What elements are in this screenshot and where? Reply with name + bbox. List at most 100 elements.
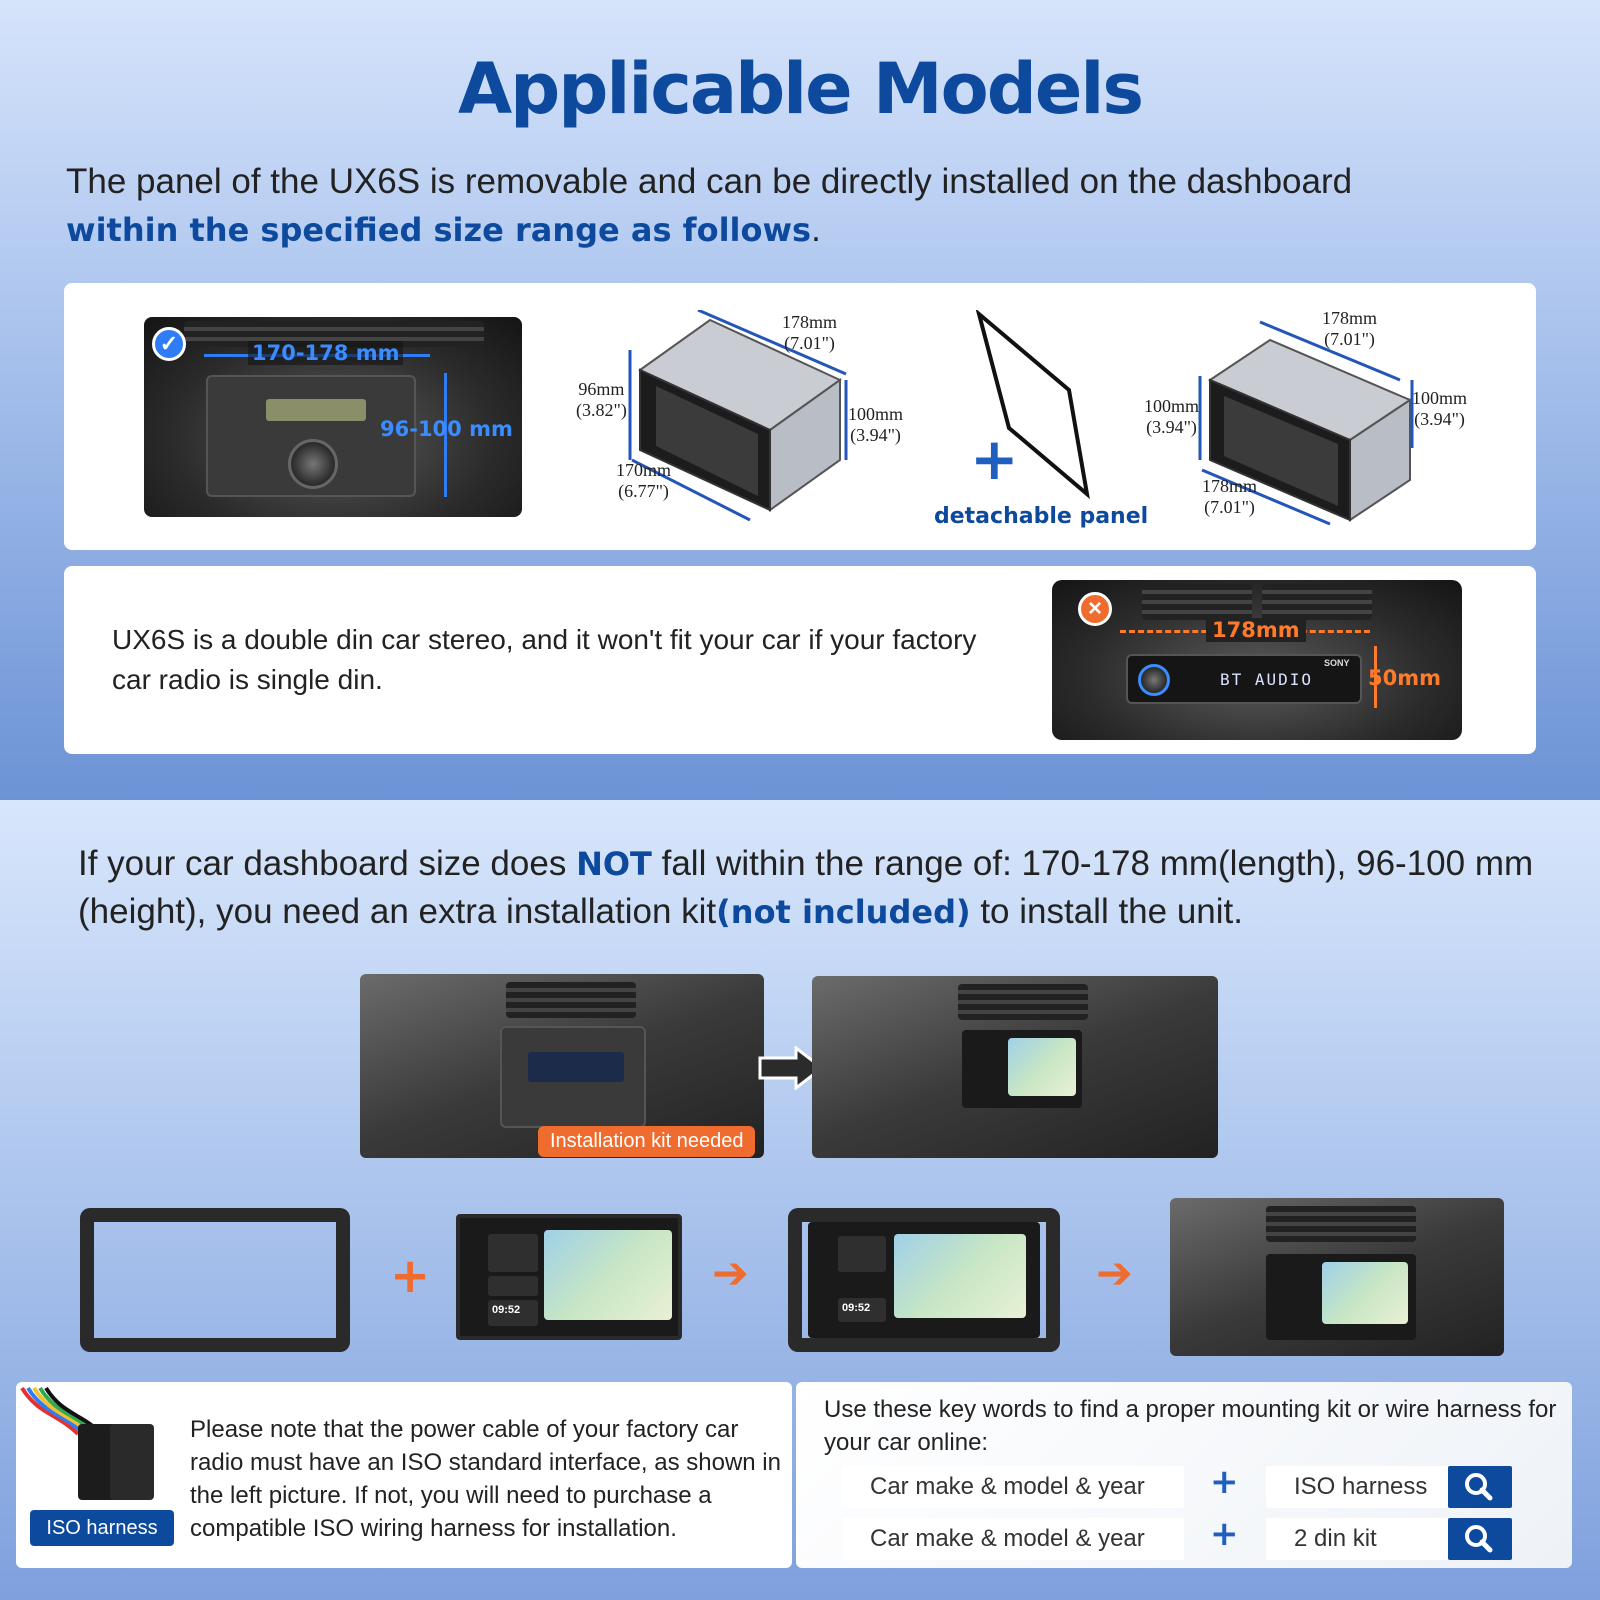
search-button[interactable] — [1448, 1518, 1512, 1560]
panel-top-mm: 178mm — [1322, 308, 1378, 328]
panel-right-in: (3.94") — [1414, 409, 1465, 429]
radio-volume-knob — [1138, 664, 1170, 696]
dash-kit-frame — [80, 1208, 350, 1352]
assembled-music-tile — [838, 1236, 886, 1272]
radio-brand: SONY — [1324, 658, 1350, 668]
panel-bottom-mm: 178mm — [1202, 476, 1258, 496]
unit-top-in: (7.01") — [784, 333, 835, 353]
factory-radio-before — [500, 1026, 646, 1128]
keyword-iso-harness-field[interactable]: ISO harness — [1266, 1466, 1448, 1508]
intro-suffix: . — [811, 210, 821, 249]
keyword-car-model-field[interactable]: Car make & model & year — [842, 1466, 1184, 1508]
final-unit-screen — [1266, 1254, 1416, 1340]
intro-line: The panel of the UX6S is removable and c… — [66, 162, 1353, 201]
unit-dimension-diagram — [628, 310, 848, 522]
keywords-intro: Use these key words to find a proper mou… — [824, 1396, 1557, 1456]
intro-highlight: within the specified size range as follo… — [66, 211, 812, 249]
keyword-car-model-field[interactable]: Car make & model & year — [842, 1518, 1184, 1560]
air-vent-left — [1142, 584, 1252, 620]
unit-left-mm: 96mm — [578, 379, 625, 399]
fit-width-label: 170-178 mm — [248, 341, 404, 365]
assembled-unit-screen: 09:52 — [808, 1222, 1040, 1338]
final-center-vent — [1266, 1206, 1416, 1242]
air-vent-right — [1262, 584, 1372, 620]
after-dashboard-photo — [812, 976, 1218, 1158]
panel-top-in: (7.01") — [1324, 329, 1375, 349]
search-button[interactable] — [1448, 1466, 1512, 1508]
fit-height-label: 96-100 mm — [380, 417, 513, 441]
search-icon — [1465, 1525, 1493, 1553]
panel-left-dimension: 100mm(3.94") — [1144, 396, 1199, 438]
panel-dimension-diagram — [1198, 320, 1414, 526]
unit-bottom-in: (6.77") — [618, 481, 669, 501]
final-installed-photo — [1170, 1198, 1504, 1356]
panel-left-mm: 100mm — [1144, 396, 1200, 416]
single-din-note: UX6S is a double din car stereo, and it … — [112, 624, 977, 695]
clock-time: 09:52 — [492, 1304, 521, 1316]
range-part2: fall within the range of: 170-178 mm(len… — [78, 844, 1534, 931]
music-tile — [488, 1234, 538, 1272]
clock-tile — [488, 1300, 538, 1326]
right-arrow-icon — [758, 1046, 825, 1090]
keyword-2-din-kit-field[interactable]: 2 din kit — [1266, 1518, 1448, 1560]
iso-note-text: Please note that the power cable of your… — [190, 1416, 781, 1542]
intro-text: The panel of the UX6S is removable and c… — [66, 158, 1546, 254]
plus-icon-orange: + — [390, 1248, 431, 1304]
assembled-unit-frame — [788, 1208, 1060, 1352]
head-unit-screen: 09:52 — [456, 1214, 682, 1340]
iso-harness-connector-icon — [20, 1386, 154, 1500]
map-view — [894, 1234, 1026, 1318]
radio-display-text: BT AUDIO — [1220, 670, 1314, 689]
range-part1: If your car dashboard size does — [78, 844, 577, 883]
range-text: If your car dashboard size does NOT fall… — [78, 840, 1558, 936]
page-title: Applicable Models — [457, 48, 1144, 130]
radio-display — [266, 399, 366, 421]
installation-kit-label: Installation kit needed — [538, 1126, 756, 1157]
single-din-radio: BT AUDIO SONY — [1126, 654, 1362, 704]
map-view — [544, 1230, 672, 1320]
panel-right-mm: 100mm — [1412, 388, 1468, 408]
single-din-height-line — [1374, 646, 1377, 708]
keyword-plus-icon: + — [1210, 1514, 1239, 1554]
detachable-panel-label: detachable panel — [934, 504, 1149, 529]
center-vent — [506, 982, 636, 1018]
panel-right-dimension: 100mm(3.94") — [1412, 388, 1467, 430]
unit-right-mm: 100mm — [848, 404, 904, 424]
center-vent-after — [958, 984, 1088, 1020]
panel-top-dimension: 178mm(7.01") — [1322, 308, 1377, 350]
phone-tile — [488, 1276, 538, 1296]
keyword-plus-icon: + — [1210, 1462, 1239, 1502]
panel-left-in: (3.94") — [1146, 417, 1197, 437]
factory-radio — [206, 375, 416, 497]
unit-bottom-mm: 170mm — [616, 460, 672, 480]
radio-knob — [288, 439, 338, 489]
arrow-right-icon: ➔ — [1096, 1248, 1133, 1299]
unit-right-in: (3.94") — [850, 425, 901, 445]
search-icon — [1465, 1473, 1493, 1501]
assembled-clock-time: 09:52 — [842, 1302, 871, 1314]
panel-bottom-dimension: 178mm(7.01") — [1202, 476, 1257, 518]
map-view — [1008, 1038, 1076, 1096]
iso-harness-tag: ISO harness — [30, 1510, 174, 1546]
unit-left-in: (3.82") — [576, 400, 627, 420]
plus-icon: + — [970, 425, 1019, 493]
single-din-photo: BT AUDIO SONY × 178mm 50mm — [1052, 580, 1462, 740]
range-not: NOT — [576, 845, 652, 883]
map-view — [1322, 1262, 1408, 1324]
assembled-clock-tile — [838, 1298, 886, 1322]
before-radio-display — [528, 1052, 624, 1082]
range-part3: to install the unit. — [970, 892, 1243, 931]
height-dimension-line — [444, 373, 447, 497]
unit-left-dimension: 96mm(3.82") — [576, 379, 627, 421]
unit-top-mm: 178mm — [782, 312, 838, 332]
unit-right-dimension: 100mm(3.94") — [848, 404, 903, 446]
single-din-width-label: 178mm — [1206, 618, 1306, 642]
x-icon: × — [1078, 592, 1112, 626]
fit-dashboard-photo: ✓ 170-178 mm 96-100 mm — [144, 317, 522, 517]
unit-top-dimension: 178mm(7.01") — [782, 312, 837, 354]
panel-bottom-in: (7.01") — [1204, 497, 1255, 517]
range-not-included: (not included) — [716, 893, 971, 931]
unit-bottom-dimension: 170mm(6.77") — [616, 460, 671, 502]
check-icon: ✓ — [152, 327, 186, 361]
installed-unit-screen — [962, 1030, 1082, 1108]
